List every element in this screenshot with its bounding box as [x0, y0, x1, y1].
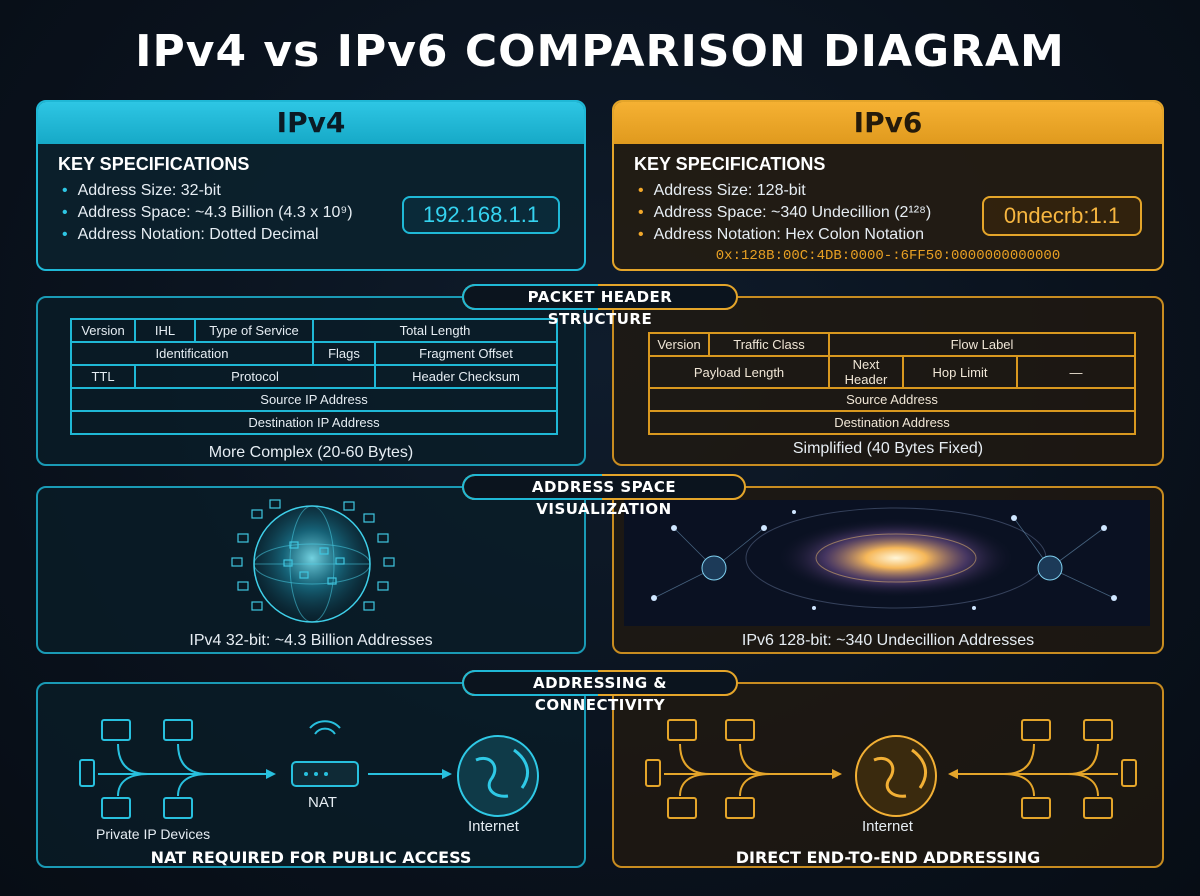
section-label-connectivity: ADDRESSING & CONNECTIVITY: [462, 670, 738, 714]
ipv4-panel-header: IPv4: [38, 102, 584, 144]
ipv6-header-table: Version Traffic Class Flow Label Payload…: [648, 332, 1136, 435]
page-title: IPv4 vs IPv6 COMPARISON DIAGRAM: [135, 26, 1065, 77]
ipv4-spec-address-size: Address Size: 32-bit: [62, 180, 353, 202]
network-node-right: [1037, 555, 1063, 581]
ipv6-field-destination: Destination Address: [648, 410, 1136, 435]
ipv4-field-total-length: Total Length: [312, 318, 558, 343]
ipv4-spec-notation: Address Notation: Dotted Decimal: [62, 224, 353, 246]
section-label-packet-header: PACKET HEADER STRUCTURE: [462, 284, 738, 328]
ipv6-connectivity-section: Internet DIRECT END-TO-END ADDRESSING: [612, 682, 1164, 868]
ipv6-space-section: IPv6 128-bit: ~340 Undecillion Addresses: [612, 486, 1164, 654]
ipv6-header-caption: Simplified (40 Bytes Fixed): [792, 440, 984, 457]
ipv6-field-empty: —: [1016, 355, 1136, 389]
device-links: [98, 743, 268, 797]
ipv4-field-ihl: IHL: [134, 318, 196, 343]
galaxy-core: [776, 518, 1016, 598]
laptop-icon: [667, 797, 697, 819]
ipv6-field-payload-length: Payload Length: [648, 355, 830, 389]
ipv6-header-section: Version Traffic Class Flow Label Payload…: [612, 296, 1164, 466]
ipv4-connectivity-footer: NAT REQUIRED FOR PUBLIC ACCESS: [150, 848, 472, 867]
ipv4-nat-diagram: [79, 719, 539, 819]
ipv6-hex-address: 0x:128B:00C:4DB:0000-:6FF50:000000000000…: [715, 248, 1061, 264]
right-device-links: [954, 743, 1118, 797]
ipv6-panel-header: IPv6: [614, 102, 1162, 144]
ipv6-spec-panel: IPv6 KEY SPECIFICATIONS Address Size: 12…: [612, 100, 1164, 271]
ipv4-field-fragment-offset: Fragment Offset: [374, 341, 558, 366]
laptop-icon: [1021, 797, 1051, 819]
ipv6-space-caption: IPv6 128-bit: ~340 Undecillion Addresses: [741, 632, 1035, 649]
ipv6-example-address: 0ndecrb:1.1: [982, 196, 1142, 236]
ipv4-field-tos: Type of Service: [194, 318, 314, 343]
left-device-links: [664, 743, 836, 797]
private-devices-label: Private IP Devices: [96, 826, 211, 842]
ipv4-field-ttl: TTL: [70, 364, 136, 389]
ipv4-header-section: Version IHL Type of Service Total Length…: [36, 296, 586, 466]
laptop-icon: [1021, 719, 1051, 741]
ipv6-field-hop-limit: Hop Limit: [902, 355, 1018, 389]
ipv6-field-flow-label: Flow Label: [828, 332, 1136, 357]
laptop-icon: [725, 797, 755, 819]
ipv4-field-version: Version: [70, 318, 136, 343]
ipv4-spec-title: KEY SPECIFICATIONS: [58, 154, 250, 174]
ipv4-spec-list: Address Size: 32-bit Address Space: ~4.3…: [62, 180, 353, 246]
ipv4-header-table: Version IHL Type of Service Total Length…: [70, 318, 558, 435]
wifi-icon: [309, 720, 341, 735]
laptop-icon: [1083, 797, 1113, 819]
ipv6-spec-notation: Address Notation: Hex Colon Notation: [638, 224, 931, 246]
laptop-icon: [1083, 719, 1113, 741]
nat-label: NAT: [308, 794, 337, 811]
ipv6-direct-diagram: [645, 719, 1137, 819]
ipv6-spec-address-space: Address Space: ~340 Undecillion (2¹²⁸): [638, 202, 932, 224]
laptop-icon: [725, 719, 755, 741]
ipv4-header-caption: More Complex (20-60 Bytes): [208, 444, 414, 461]
ipv6-field-traffic-class: Traffic Class: [708, 332, 830, 357]
ipv6-internet-label: Internet: [862, 818, 913, 835]
ipv4-space-section: IPv4 32-bit: ~4.3 Billion Addresses: [36, 486, 586, 654]
laptop-icon: [163, 797, 193, 819]
internet-globe-icon: [457, 735, 539, 817]
ipv4-field-flags: Flags: [312, 341, 376, 366]
laptop-icon: [101, 797, 131, 819]
ipv6-field-next-header: Next Header: [828, 355, 904, 389]
phone-icon: [645, 759, 661, 787]
ipv6-spec-address-size: Address Size: 128-bit: [638, 180, 931, 202]
ipv4-example-address: 192.168.1.1: [402, 196, 560, 234]
ipv6-spec-list: Address Size: 128-bit Address Space: ~34…: [638, 180, 932, 246]
laptop-icon: [101, 719, 131, 741]
ipv4-field-identification: Identification: [70, 341, 314, 366]
laptop-icon: [667, 719, 697, 741]
ipv6-spec-title: KEY SPECIFICATIONS: [634, 154, 826, 174]
ipv4-spec-panel: IPv4 KEY SPECIFICATIONS Address Size: 32…: [36, 100, 586, 271]
phone-icon: [1121, 759, 1137, 787]
section-label-address-space: ADDRESS SPACE VISUALIZATION: [462, 474, 746, 518]
ipv4-spec-address-space: Address Space: ~4.3 Billion (4.3 x 10⁹): [62, 202, 353, 224]
ipv4-field-source: Source IP Address: [70, 387, 558, 412]
internet-globe-icon: [855, 735, 937, 817]
ipv6-connectivity-footer: DIRECT END-TO-END ADDRESSING: [735, 848, 1041, 867]
ipv6-galaxy-illustration: [624, 500, 1150, 626]
ipv4-space-caption: IPv4 32-bit: ~4.3 Billion Addresses: [189, 632, 433, 649]
ipv4-field-protocol: Protocol: [134, 364, 376, 389]
ipv4-field-checksum: Header Checksum: [374, 364, 558, 389]
ipv4-field-destination: Destination IP Address: [70, 410, 558, 435]
ipv4-internet-label: Internet: [468, 818, 519, 835]
ipv6-field-source: Source Address: [648, 387, 1136, 412]
ipv6-field-version: Version: [648, 332, 710, 357]
phone-icon: [79, 759, 95, 787]
laptop-icon: [163, 719, 193, 741]
ipv4-connectivity-section: Private IP Devices NAT Internet NAT REQU…: [36, 682, 586, 868]
network-node-left: [701, 555, 727, 581]
ipv4-globe-illustration: [231, 499, 395, 623]
